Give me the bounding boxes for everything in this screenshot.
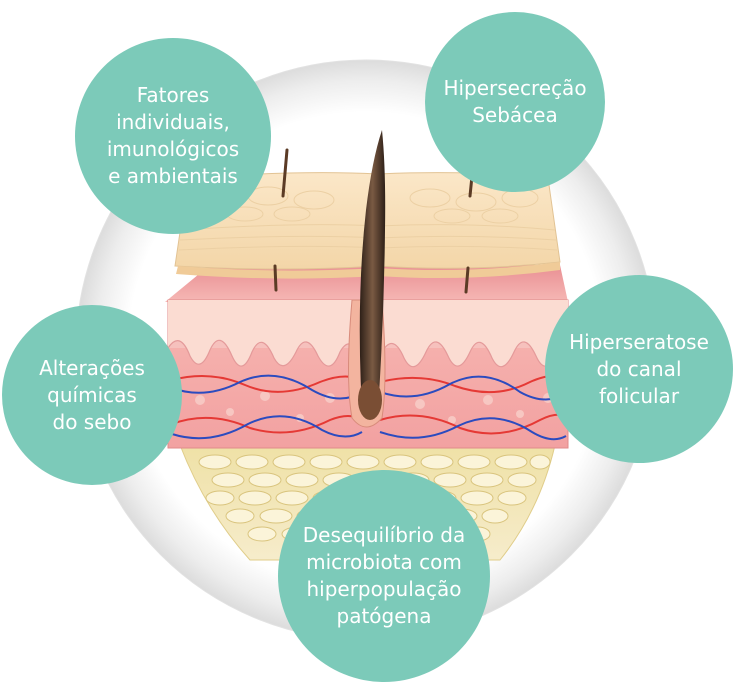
bubble-microbiota-imbalance-text: Desequilíbrio da microbiota com hiperpop… (303, 522, 466, 630)
bubble-sebum-chemical-changes-text: Alterações químicas do sebo (39, 355, 145, 436)
bubble-sebum-chemical-changes: Alterações químicas do sebo (2, 305, 182, 485)
bubble-individual-factors: Fatores individuais, imunológicos e ambi… (75, 38, 271, 234)
bubble-sebaceous-hypersecretion-text: Hipersecreção Sebácea (443, 75, 586, 129)
bubble-follicular-hyperkeratosis: Hiperseratose do canal folicular (545, 275, 733, 463)
bubble-sebaceous-hypersecretion: Hipersecreção Sebácea (425, 12, 605, 192)
bubble-individual-factors-text: Fatores individuais, imunológicos e ambi… (107, 82, 239, 190)
bubble-microbiota-imbalance: Desequilíbrio da microbiota com hiperpop… (278, 470, 490, 682)
bubble-follicular-hyperkeratosis-text: Hiperseratose do canal folicular (569, 329, 709, 410)
